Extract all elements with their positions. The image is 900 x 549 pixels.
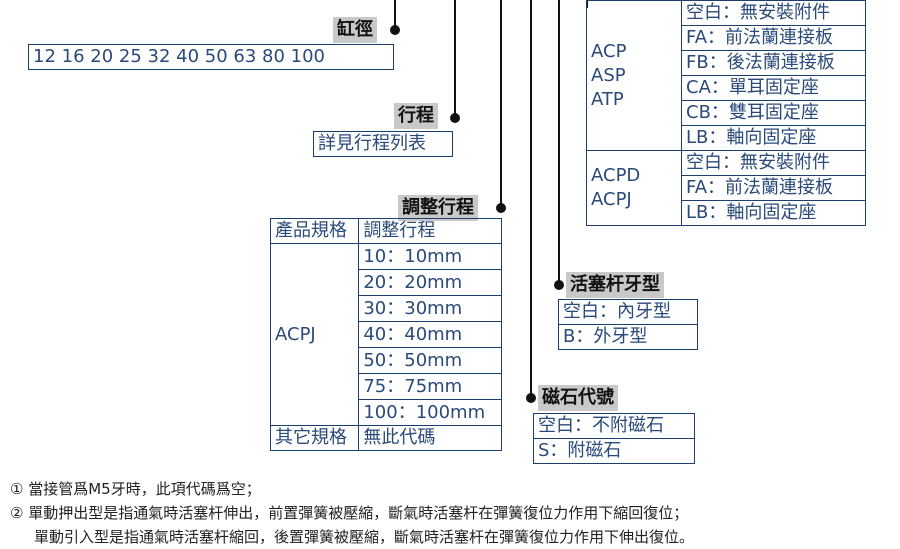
mounting-option: FB：後法蘭連接板 [681,50,866,76]
table-row: 產品規格 調整行程 [269,218,502,244]
stroke-label: 行程 [394,103,438,129]
rod-thread-dot [554,280,564,290]
adjust-header-stroke: 調整行程 [358,218,502,244]
table-row: S：附磁石 [533,438,695,464]
rod-thread-option: 空白：內牙型 [558,299,698,325]
magnet-dot [526,393,536,403]
table-row: 空白：內牙型 [558,299,698,325]
mounting-option: LB：軸向固定座 [681,125,866,151]
model-asp: ASP [591,64,626,86]
magnet-option: 空白：不附磁石 [533,413,695,439]
model-acpd: ACPD [591,165,641,186]
table-row: B：外牙型 [558,324,698,350]
adjust-row: 100：100mm [358,399,502,426]
rod-thread-label: 活塞杆牙型 [566,272,664,298]
bore-dot [390,25,400,35]
adjust-header-spec: 產品規格 [269,218,360,244]
bore-values: 12 16 20 25 32 40 50 63 80 100 [28,44,394,70]
bore-connector [394,0,396,30]
mounting-models-group2: ACPD ACPJ [586,150,682,226]
note-2: ② 單動押出型是指通氣時活塞杆伸出，前置彈簧被壓縮，斷氣時活塞杆在彈簧復位力作用… [10,504,689,522]
adjust-row: 10：10mm [358,243,502,270]
note-1: ① 當接管爲M5牙時，此項代碼爲空； [10,480,261,498]
table-row: ACPD ACPJ 空白：無安裝附件 [586,150,866,226]
magnet-option: S：附磁石 [533,438,695,464]
adjust-dot [496,203,506,213]
table-row: 30：30mm [271,295,502,322]
mounting-option: LB：軸向固定座 [681,200,866,226]
adjust-row: 20：20mm [358,269,502,296]
table-row: FA：前法蘭連接板 [587,25,866,51]
table-row: CA：單耳固定座 [587,75,866,101]
adjust-row: 50：50mm [358,347,502,374]
adjust-other-code: 無此代碼 [358,425,502,451]
rod-thread-connector [558,0,560,285]
mounting-option: FA：前法蘭連接板 [681,25,866,51]
table-row: 其它規格 無此代碼 [269,425,502,451]
table-row: 100：100mm [271,399,502,426]
table-row: FB：後法蘭連接板 [587,50,866,76]
table-row: LB：軸向固定座 [587,125,866,151]
adjust-row: 40：40mm [358,321,502,348]
magnet-label: 磁石代號 [538,385,618,411]
magnet-connector [530,0,532,398]
mounting-models-group1: ACP ASP ATP [586,0,682,151]
adjust-model: ACPJ [269,243,360,426]
table-row: ACP ASP ATP 空白：無安裝附件 [586,0,866,151]
adjust-row: 30：30mm [358,295,502,322]
mounting-table: ACP ASP ATP 空白：無安裝附件 FA：前法蘭連接板 FB：後法蘭連接板… [586,0,866,226]
mounting-option: CB：雙耳固定座 [681,100,866,126]
stroke-value: 詳見行程列表 [313,131,453,157]
mounting-option: CA：單耳固定座 [681,75,866,101]
magnet-table: 空白：不附磁石 S：附磁石 [533,413,695,464]
model-atp: ATP [591,88,624,110]
model-acp: ACP [591,40,627,62]
table-row: 20：20mm [271,269,502,296]
table-row: 50：50mm [271,347,502,374]
rod-thread-option: B：外牙型 [558,324,698,350]
adjust-row: 75：75mm [358,373,502,400]
note-3: 單動引入型是指通氣時活塞杆縮回，後置彈簧被壓縮，斷氣時活塞杆在彈簧復位力作用下伸… [34,528,695,546]
adjust-other-spec: 其它規格 [269,425,360,451]
mounting-option: 空白：無安裝附件 [681,0,866,26]
table-row: ACPJ 10：10mm [269,243,502,426]
stroke-connector [454,0,456,118]
mounting-option: 空白：無安裝附件 [681,150,866,176]
rod-thread-table: 空白：內牙型 B：外牙型 [558,299,698,350]
bore-label: 缸徑 [333,17,377,43]
adjust-label: 調整行程 [398,195,478,221]
mounting-option: FA：前法蘭連接板 [681,175,866,201]
adjust-connector [500,0,502,208]
table-row: 空白：不附磁石 [533,413,695,439]
stroke-dot [450,113,460,123]
table-row: LB：軸向固定座 [587,200,866,226]
adjust-table: 產品規格 調整行程 ACPJ 10：10mm 20：20mm 30：30mm 4… [269,218,502,451]
model-acpj: ACPJ [591,189,632,210]
